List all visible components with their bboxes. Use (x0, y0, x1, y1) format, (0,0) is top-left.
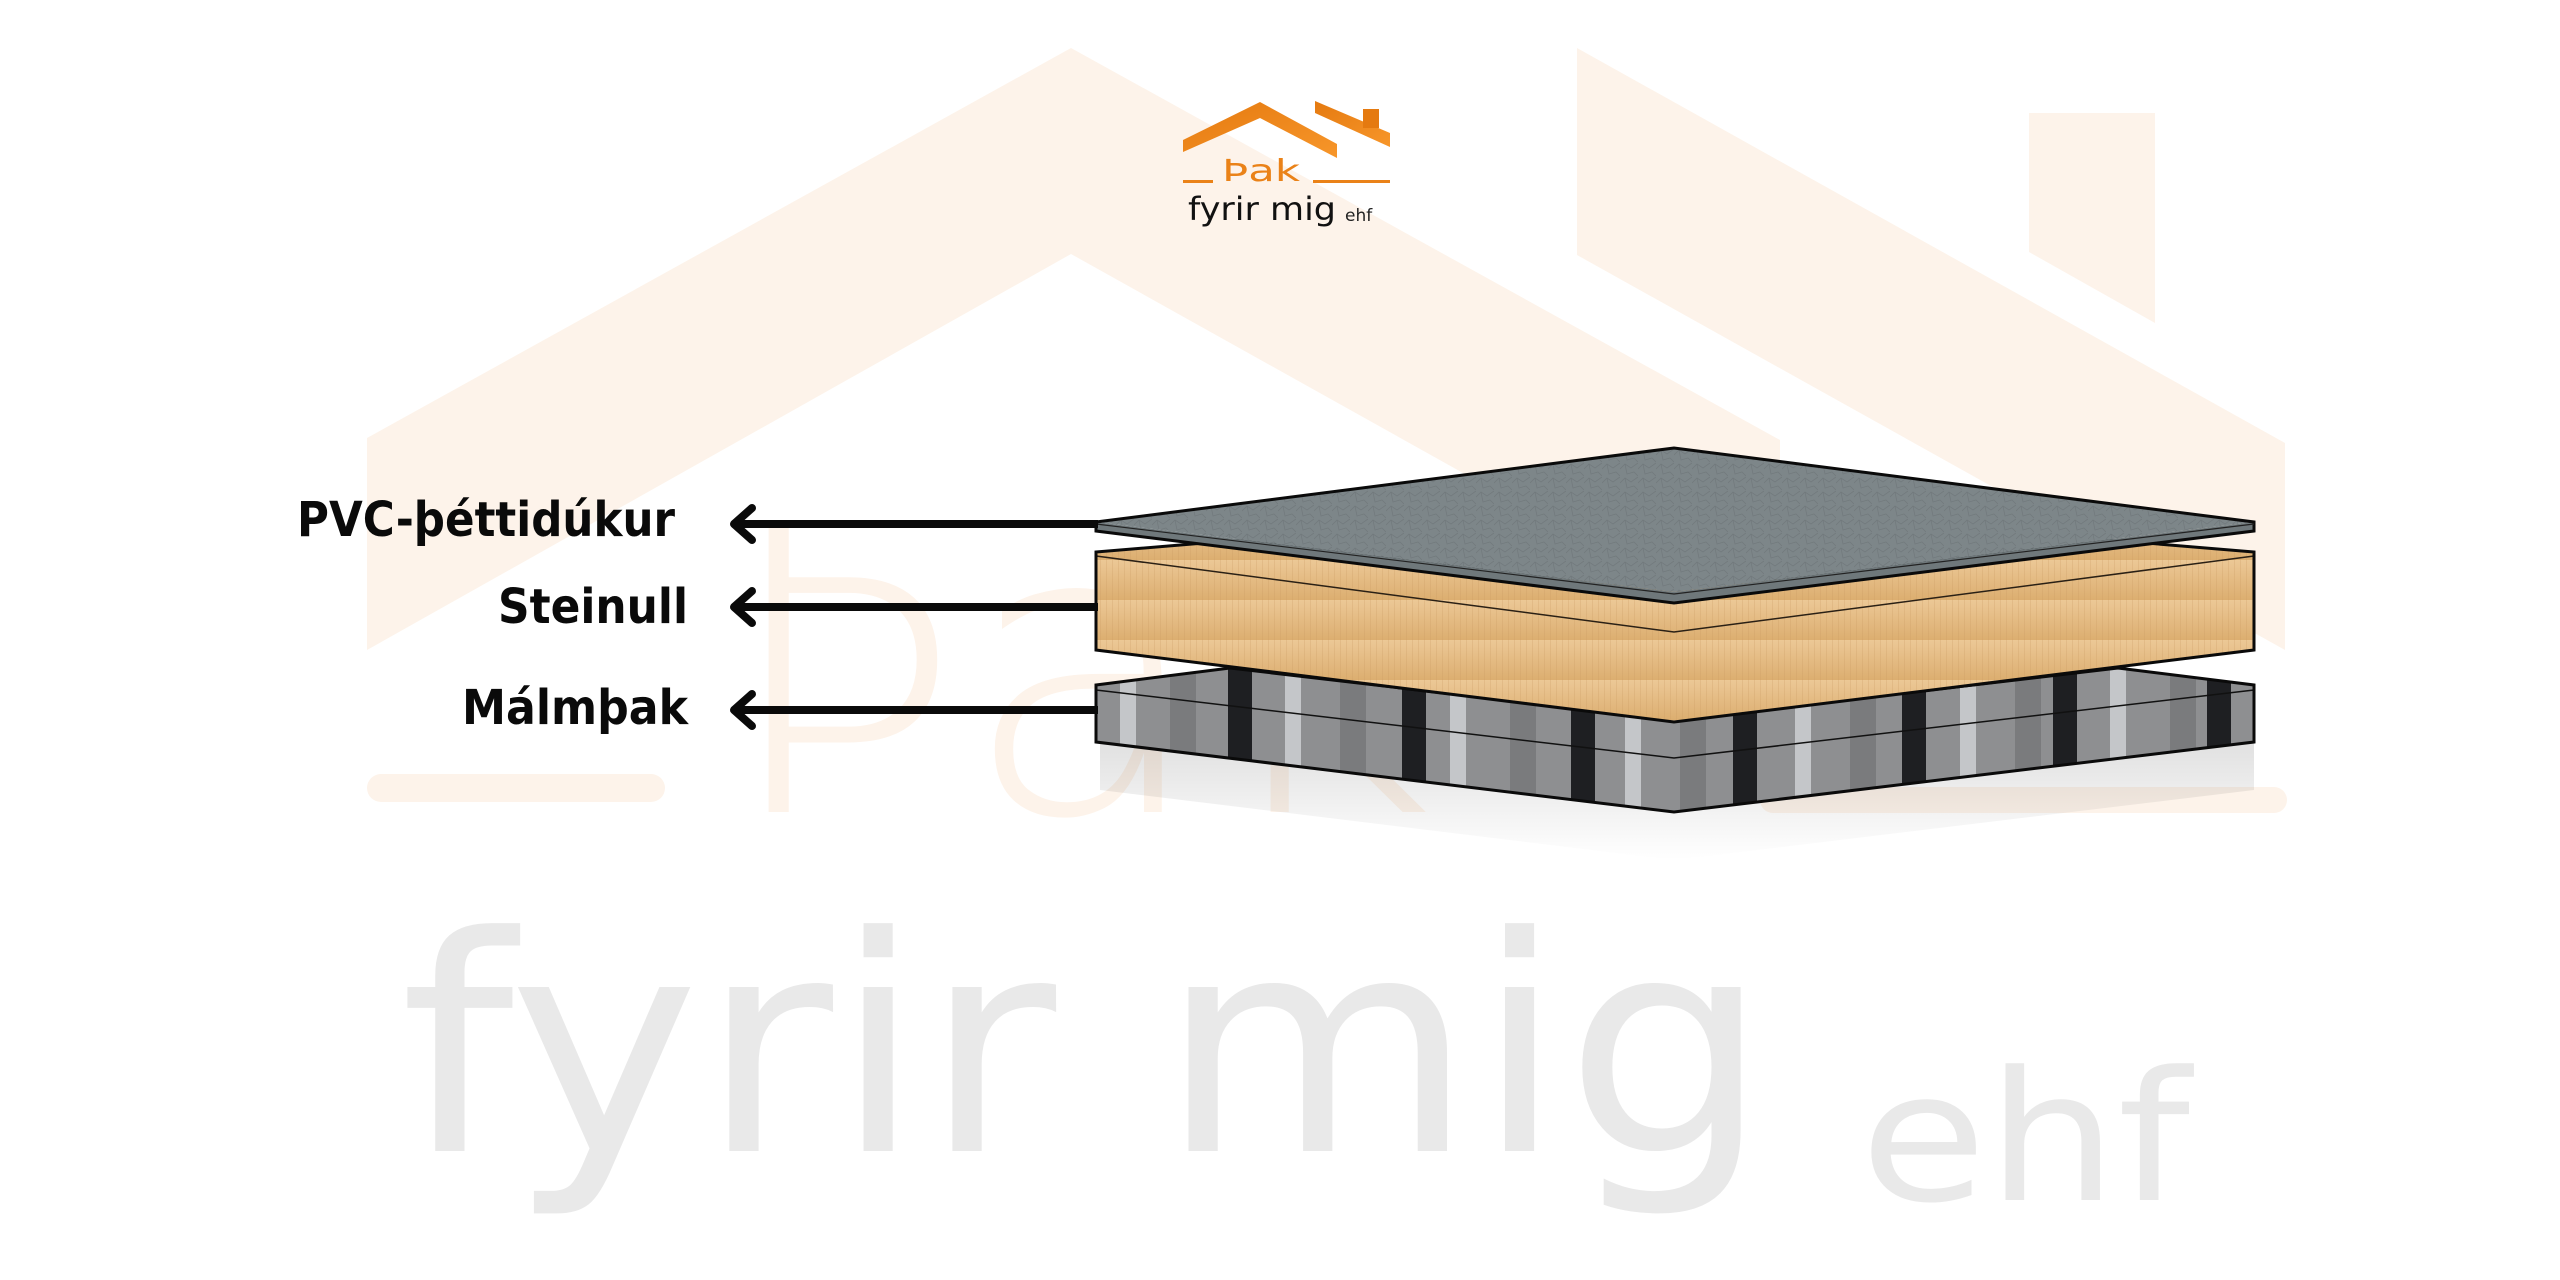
label-stone-wool: Steinull (498, 579, 688, 635)
label-pvc-membrane: PVC-þéttidúkur (297, 492, 675, 548)
pvc-membrane-top (1096, 448, 2254, 592)
logo-brand: Þak (1222, 154, 1301, 189)
stone-wool-inner-edge (1095, 555, 2255, 633)
watermark-tagline: fyrir mig (400, 873, 1770, 1222)
stack-shadow (1100, 742, 2254, 860)
arrow-stone-wool (730, 587, 1098, 627)
logo-bar-left (1183, 180, 1213, 183)
pvc-membrane-sheet (1094, 446, 2256, 605)
pvc-membrane-crease (1095, 523, 2255, 595)
logo-bar-right (1313, 180, 1390, 183)
logo-roof-right-icon (1315, 101, 1390, 147)
metal-deck-inner-edge (1095, 689, 2255, 759)
label-metal-deck: Málmþak (462, 680, 689, 736)
stone-wool-face (1096, 540, 2254, 722)
watermark-chimney (2029, 113, 2155, 323)
watermark-suffix: ehf (1860, 1034, 2194, 1243)
logo-tagline: fyrir mig (1188, 190, 1336, 228)
metal-rib-highlight (1450, 668, 1466, 812)
layer-labels: PVC-þéttidúkur Steinull Málmþak (297, 492, 689, 736)
logo-suffix: ehf (1345, 206, 1373, 226)
label-arrows (730, 504, 1098, 730)
company-logo: Þak fyrir mig ehf (1183, 101, 1390, 228)
logo-chimney-icon (1363, 109, 1379, 128)
watermark-bar-left (367, 774, 665, 802)
watermark-roof-left (367, 48, 1780, 650)
pvc-membrane-outline (1094, 446, 2256, 605)
layer-stack (1094, 446, 2256, 860)
watermark-roof-right (1577, 48, 2285, 650)
metal-deck-board (1094, 666, 2256, 814)
arrow-metal-deck (730, 690, 1098, 730)
arrow-pvc (730, 504, 1098, 544)
logo-roof-left-icon (1183, 102, 1337, 158)
